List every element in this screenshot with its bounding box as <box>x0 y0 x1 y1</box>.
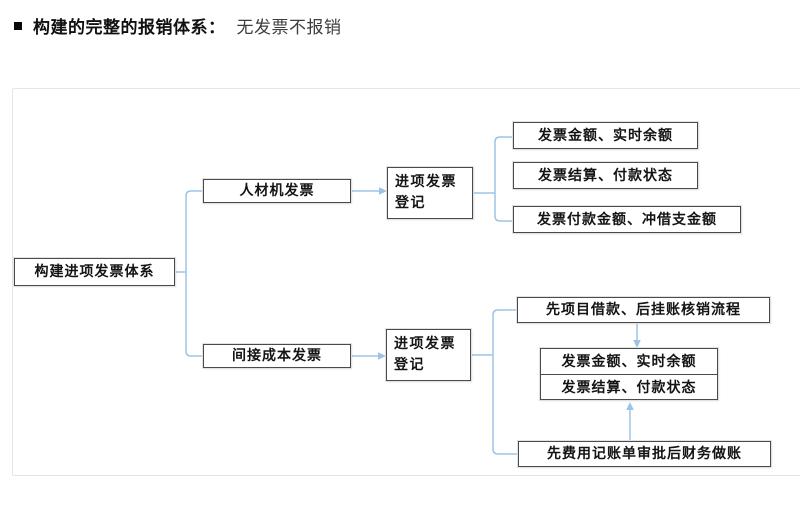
page-title-bold: 构建的完整的报销体系： <box>33 18 226 37</box>
node-project-loan-flow: 先项目借款、后挂账核销流程 <box>517 297 770 323</box>
node-invoice-amount-balance: 发票金额、实时余额 <box>513 122 698 149</box>
node-input-invoice-register-top: 进项发票 登记 <box>387 167 473 219</box>
node-label: 先项目借款、后挂账核销流程 <box>546 302 741 318</box>
node-label: 间接成本发票 <box>232 348 322 364</box>
node-label-line1: 进项发票 <box>395 174 457 190</box>
node-indirect-cost-invoice: 间接成本发票 <box>203 344 351 368</box>
node-root-label: 构建进项发票体系 <box>34 264 155 280</box>
node-label: 先费用记账单审批后财务做账 <box>547 446 742 462</box>
node-label: 人材机发票 <box>239 183 315 199</box>
page-title: 构建的完整的报销体系： 无发票不报销 <box>14 13 342 38</box>
node-invoice-settlement-status: 发票结算、付款状态 <box>513 162 698 189</box>
node-label: 发票付款金额、冲借支金额 <box>537 211 717 228</box>
combo-row-amount: 发票金额、实时余额 <box>541 349 717 374</box>
node-label: 发票结算、付款状态 <box>561 379 697 396</box>
node-input-invoice-register-bottom: 进项发票 登记 <box>386 329 471 381</box>
combo-row-settlement: 发票结算、付款状态 <box>541 373 717 400</box>
node-label: 发票金额、实时余额 <box>538 127 673 144</box>
node-label-line2: 登记 <box>395 195 426 211</box>
page-title-rest: 无发票不报销 <box>236 18 342 37</box>
node-expense-approval-flow: 先费用记账单审批后财务做账 <box>518 441 771 467</box>
node-root: 构建进项发票体系 <box>14 258 175 286</box>
node-label: 发票金额、实时余额 <box>561 354 697 371</box>
bullet-square-icon <box>14 21 22 30</box>
node-labor-material-machine-invoice: 人材机发票 <box>203 179 351 203</box>
node-result-combo: 发票金额、实时余额 发票结算、付款状态 <box>540 348 718 400</box>
node-label-line1: 进项发票 <box>394 336 456 352</box>
node-label-line2: 登记 <box>394 357 425 373</box>
node-label: 发票结算、付款状态 <box>538 167 673 184</box>
node-invoice-payment-offset: 发票付款金额、冲借支金额 <box>513 206 741 233</box>
